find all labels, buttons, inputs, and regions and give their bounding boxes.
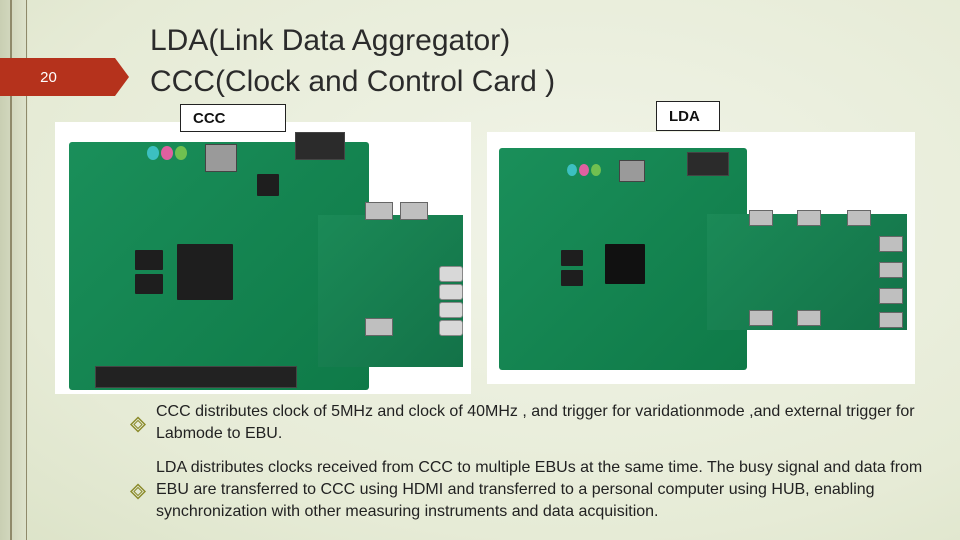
left-decorative-line xyxy=(26,0,27,540)
lda-board-photo xyxy=(487,132,915,384)
audio-jack xyxy=(161,146,173,160)
vga-connector xyxy=(687,152,729,176)
ethernet-connector xyxy=(205,144,237,172)
ccc-extension-board xyxy=(318,215,463,367)
diamond-bullet-icon xyxy=(130,483,146,500)
hdmi-connector xyxy=(797,210,821,226)
audio-jack xyxy=(147,146,159,160)
lemo-connector xyxy=(439,320,463,336)
memory-chip xyxy=(561,270,583,286)
vga-connector xyxy=(295,132,345,160)
chip xyxy=(257,174,279,196)
memory-chip xyxy=(135,274,163,294)
left-decorative-line xyxy=(10,0,12,540)
slide-title: LDA(Link Data Aggregator) CCC(Clock and … xyxy=(150,20,555,102)
diamond-bullet-icon xyxy=(130,416,146,433)
ccc-board-photo xyxy=(55,122,471,394)
lemo-connector xyxy=(439,302,463,318)
audio-jack xyxy=(175,146,187,160)
hdmi-connector xyxy=(400,202,428,220)
audio-jack xyxy=(567,164,577,176)
hdmi-connector xyxy=(879,236,903,252)
hdmi-connector xyxy=(879,312,903,328)
bullet-list: CCC distributes clock of 5MHz and clock … xyxy=(130,401,935,535)
lda-label: LDA xyxy=(656,101,720,131)
hdmi-connector xyxy=(365,318,393,336)
memory-chip xyxy=(561,250,583,266)
hdmi-connector xyxy=(365,202,393,220)
hdmi-connector xyxy=(749,310,773,326)
fpga-chip xyxy=(177,244,233,300)
pmod-connectors xyxy=(95,366,297,388)
memory-chip xyxy=(135,250,163,270)
ccc-label: CCC xyxy=(180,104,286,132)
audio-jack xyxy=(591,164,601,176)
lemo-connector xyxy=(439,266,463,282)
hdmi-connector xyxy=(797,310,821,326)
hdmi-connector xyxy=(879,262,903,278)
bullet-item: CCC distributes clock of 5MHz and clock … xyxy=(130,401,935,445)
hdmi-connector xyxy=(879,288,903,304)
slide-number-arrow xyxy=(115,58,129,96)
ethernet-connector xyxy=(619,160,645,182)
title-line-2: CCC(Clock and Control Card ) xyxy=(150,65,556,98)
audio-jack xyxy=(579,164,589,176)
slide-number: 20 xyxy=(0,58,115,96)
lemo-connector xyxy=(439,284,463,300)
bullet-text: LDA distributes clocks received from CCC… xyxy=(156,459,923,520)
hdmi-connector xyxy=(847,210,871,226)
heatsink xyxy=(605,244,645,284)
title-line-1: LDA(Link Data Aggregator) xyxy=(150,24,511,57)
hdmi-connector xyxy=(749,210,773,226)
bullet-item: LDA distributes clocks received from CCC… xyxy=(130,457,935,523)
bullet-text: CCC distributes clock of 5MHz and clock … xyxy=(156,403,915,442)
